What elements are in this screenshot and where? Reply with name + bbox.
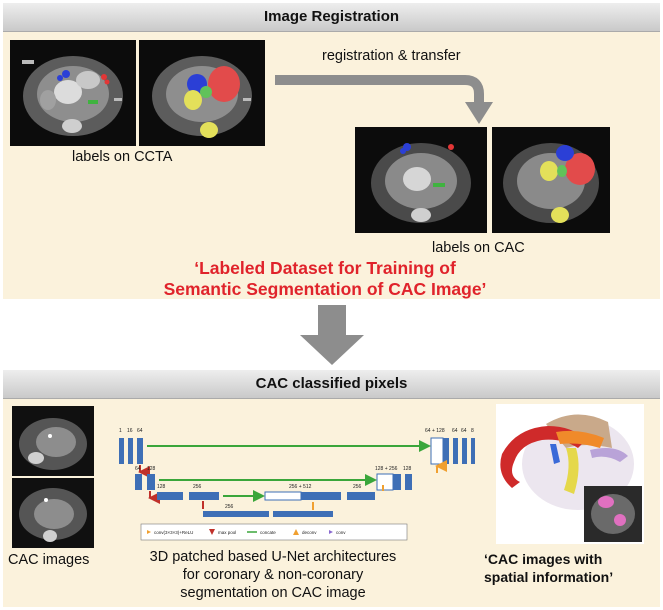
ccta-image-labeled [139, 40, 265, 146]
unet-block [453, 438, 458, 464]
cac-images-caption: CAC images [8, 552, 90, 568]
unet-block [128, 438, 133, 464]
unet-block [203, 511, 269, 517]
cac-image-transferred-partial [355, 127, 487, 233]
registration-arrow [275, 75, 493, 124]
unet-block [157, 492, 183, 500]
unet-label: 64 [137, 428, 143, 434]
unet-label: 128 [147, 466, 156, 472]
unet-block [462, 438, 467, 464]
unet-block [301, 492, 341, 500]
down-arrow [300, 305, 364, 365]
spatial-rendering [496, 404, 644, 544]
unet-label: 64 [452, 428, 458, 434]
unet-label: 64 [461, 428, 467, 434]
dataset-title-line2: Semantic Segmentation of CAC Image’ [163, 279, 487, 299]
unet-label: 256 [193, 484, 202, 490]
legend-label: concate [260, 530, 276, 535]
ccta-image-unlabeled [10, 40, 136, 146]
unet-block [347, 492, 375, 500]
unet-label: 64 [135, 466, 141, 472]
unet-label: 256 + 512 [289, 484, 312, 490]
unet-block [273, 511, 333, 517]
unet-block [393, 474, 401, 490]
unet-label: 256 [353, 484, 362, 490]
legend-label: conv(3×3×3)+ReLU [154, 530, 193, 535]
unet-label: 128 [157, 484, 166, 490]
image-registration-header: Image Registration [3, 3, 660, 32]
unet-label: 1 [119, 428, 122, 434]
unet-diagram: 1 16 64 64 + 128 64 64 8 64 128 128 + 25… [119, 428, 475, 541]
unet-block [405, 474, 412, 490]
unet-block [443, 438, 449, 464]
ccta-caption: labels on CCTA [72, 149, 173, 165]
unet-label: 64 + 128 [425, 428, 445, 434]
unet-block [471, 438, 475, 464]
unet-caption-line3: segmentation on CAC image [180, 585, 366, 601]
unet-caption-line1: 3D patched based U-Net architectures [149, 549, 397, 565]
unet-label: 256 [225, 504, 234, 510]
unet-block [119, 438, 124, 464]
cac-caption: labels on CAC [432, 240, 525, 256]
legend-label: deconv [302, 530, 317, 535]
unet-block [135, 474, 142, 490]
unet-label: 16 [127, 428, 133, 434]
unet-label: 8 [471, 428, 474, 434]
legend-label: conv [336, 530, 346, 535]
spatial-caption-line2: spatial information’ [484, 569, 614, 585]
dataset-title-line1: ‘Labeled Dataset for Training of [194, 258, 456, 278]
cac-image-2 [12, 478, 94, 548]
unet-label: 128 [403, 466, 412, 472]
unet-caption-line2: for coronary & non-coronary [182, 567, 364, 583]
spatial-caption-line1: ‘CAC images with [484, 551, 603, 567]
unet-label: 128 + 256 [375, 466, 398, 472]
cac-classified-header: CAC classified pixels [3, 370, 660, 399]
cac-image-1 [12, 406, 94, 476]
registration-label: registration & transfer [322, 48, 461, 64]
cac-image-transferred-full [492, 127, 610, 233]
unet-block [147, 474, 155, 490]
unet-block [137, 438, 143, 464]
legend-label: max pool [218, 530, 236, 535]
unet-block [189, 492, 219, 500]
